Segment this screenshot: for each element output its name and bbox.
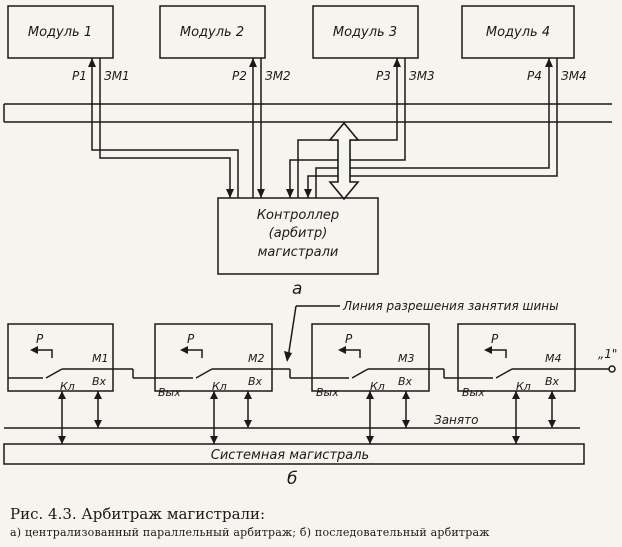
chain-vyx-label-3: Вых: [316, 386, 339, 399]
figure-caption-subtitle: а) централизованный параллельный арбитра…: [10, 526, 490, 539]
grant-label-2: ЗМ2: [265, 69, 291, 83]
chain-box-1: [7, 323, 114, 392]
daisy-chain-wire: [8, 365, 616, 379]
wire-labels: P1 ЗМ1 P2 ЗМ2 P3 ЗМ3 P4 ЗМ4: [72, 69, 587, 83]
chain-vx-label-2: Вх: [248, 375, 263, 388]
controller-label-1: Контроллер: [257, 208, 339, 223]
request-label-2: P2: [232, 69, 247, 83]
chain-request-arrows: [34, 349, 507, 358]
chain-vyx-label-2: Вых: [158, 386, 181, 399]
chain-request-arrowheads: [30, 346, 492, 354]
part-b-label: б: [287, 469, 297, 489]
module-label-4: Модуль 4: [486, 25, 550, 40]
module-label-3: Модуль 3: [333, 25, 397, 40]
part-a-label: а: [292, 279, 302, 299]
chain-p-labels: P P P P: [36, 332, 499, 346]
chain-bus-arrowheads: [58, 391, 556, 444]
chain-kl-label-3: Кл: [370, 380, 385, 393]
request-label-4: P4: [527, 69, 542, 83]
chain-module-label-2: М2: [248, 352, 265, 365]
module-box-1: Модуль 1: [7, 5, 114, 59]
chain-vx-label-3: Вх: [398, 375, 413, 388]
chain-p-label-2: P: [187, 332, 195, 346]
bus-band-a: [3, 103, 612, 123]
chain-vyx-label-4: Вых: [462, 386, 485, 399]
grant-label-3: ЗМ3: [409, 69, 435, 83]
grant-label-1: ЗМ1: [104, 69, 130, 83]
module-box-3: Модуль 3: [312, 5, 419, 59]
busy-label: Занято: [434, 413, 478, 427]
grant-label-4: ЗМ4: [561, 69, 587, 83]
module-label-2: Модуль 2: [180, 25, 244, 40]
module-wires: [91, 58, 558, 198]
module-box-4: Модуль 4: [461, 5, 575, 59]
request-label-3: P3: [376, 69, 391, 83]
chain-labels: М1 Вх Кл М2 Вх Кл Вых М3 Вх Кл Вых М4 Вх…: [60, 347, 617, 399]
chain-module-label-3: М3: [398, 352, 415, 365]
system-bus-band: Системная магистраль: [3, 443, 585, 465]
request-label-1: P1: [72, 69, 87, 83]
chain-module-label-4: М4: [545, 352, 562, 365]
bus-double-arrow: [328, 121, 360, 201]
chain-kl-label-2: Кл: [212, 380, 227, 393]
chain-kl-label-1: Кл: [60, 380, 75, 393]
chain-module-label-1: М1: [92, 352, 109, 365]
grant-line-pointer: [287, 305, 297, 359]
chain-p-label-4: P: [491, 332, 499, 346]
controller-label-3: магистрали: [258, 245, 339, 260]
grant-line-arrowhead: [284, 351, 292, 362]
module-label-1: Модуль 1: [28, 25, 92, 40]
arbitration-diagram: Модуль 1 Модуль 2 Модуль 3 Модуль 4: [3, 5, 617, 489]
chain-vx-label-4: Вх: [545, 375, 560, 388]
busy-line: Занято: [4, 413, 580, 429]
chain-kl-label-4: Кл: [516, 380, 531, 393]
grant-line-label: Линия разрешения занятия шины: [342, 299, 559, 313]
system-bus-label: Системная магистраль: [211, 448, 369, 463]
wire-arrowheads: [88, 58, 553, 198]
figure-caption-title: Рис. 4.3. Арбитраж магистрали:: [10, 505, 266, 523]
controller-label-2: (арбитр): [269, 226, 328, 241]
chain-p-label-3: P: [345, 332, 353, 346]
chain-p-label-1: P: [36, 332, 44, 346]
chain-vx-label-1: Вх: [92, 375, 107, 388]
controller-box: Контроллер (арбитр) магистрали: [217, 197, 379, 275]
module-box-2: Модуль 2: [159, 5, 266, 59]
input-one-label: „1": [598, 347, 617, 361]
